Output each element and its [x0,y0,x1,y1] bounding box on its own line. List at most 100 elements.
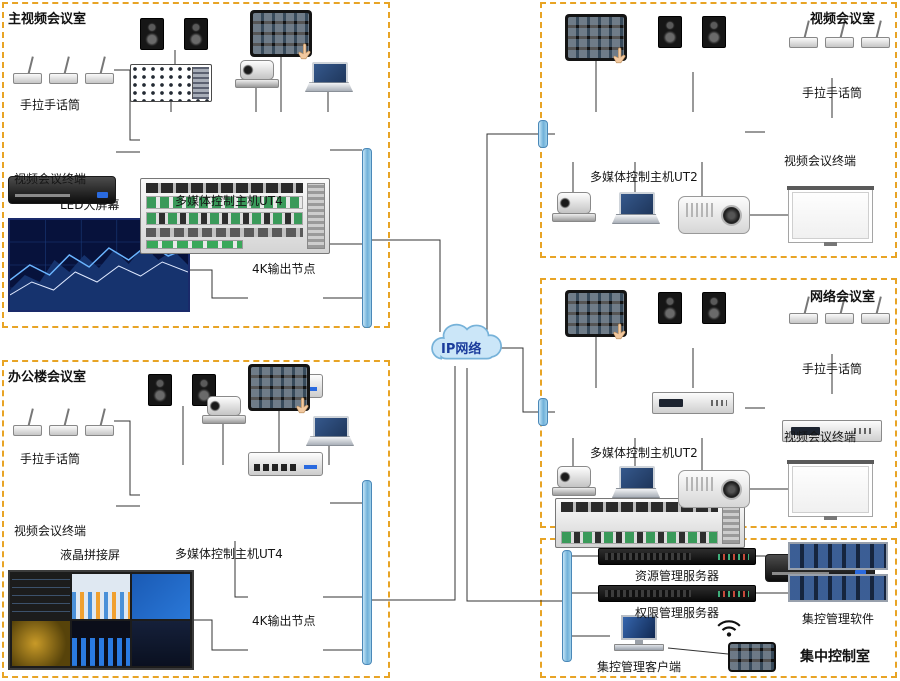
microphone-icon [824,18,854,48]
host-label: 多媒体控制主机UT2 [590,170,698,184]
microphone-array [788,294,890,324]
video-wall-tile [12,621,70,666]
terminal-label: 视频会议终端 [784,430,857,444]
projection-screen [787,460,874,520]
speaker-icon [184,18,208,50]
terminal-label: 视频会议终端 [14,172,87,186]
ptz-camera-icon [552,192,596,222]
hand-icon [613,323,626,340]
management-client-pc [610,615,668,657]
microphone-array [788,18,890,48]
fiber-trunk-bar [362,480,372,665]
laptop-icon [612,192,658,224]
video-wall-tile [72,574,130,619]
microphone-label: 手拉手话筒 [20,452,81,466]
fiber-trunk-bar [362,148,372,328]
4k-output-node [248,452,323,476]
microphone-host [782,420,882,442]
speaker-pair [140,18,208,50]
host-label: 多媒体控制主机UT4 [175,194,283,208]
laptop-icon [306,416,352,446]
touch-panel [248,364,310,414]
video-wall-tile [72,621,130,666]
touch-panel [250,10,312,60]
room-title-main-video: 主视频会议室 [8,12,87,27]
terminal-label: 视频会议终端 [14,524,87,538]
terminal-label: 视频会议终端 [784,154,857,168]
media-control-host-ut4 [140,178,330,254]
video-wall-tile [12,574,70,619]
microphone-array [12,406,114,436]
touch-panel [565,14,627,64]
microphone-icon [788,18,818,48]
laptop-icon [305,62,351,92]
room-frame-main-video [2,2,390,328]
room-title-control: 集中控制室 [800,649,870,665]
speaker-icon [140,18,164,50]
microphone-label: 手拉手话筒 [802,362,863,376]
tablet-icon [728,642,776,672]
ptz-camera-icon [202,396,246,424]
fiber-trunk-bar [562,550,572,662]
control-software-screens [788,542,888,602]
speaker-pair [658,16,726,48]
hand-icon [296,397,309,414]
host-vent-row [146,228,303,237]
microphone-icon [12,406,42,436]
authority-server-label: 权限管理服务器 [635,606,720,620]
host-card-row [146,212,303,225]
room-title-network: 网络会议室 [810,290,876,305]
software-screenshot [788,542,888,570]
power-amplifier [652,392,734,414]
touch-panel-screen [251,367,307,408]
host-label: 多媒体控制主机UT2 [590,446,698,460]
microphone-icon [84,406,114,436]
fiber-trunk-bar [538,398,548,426]
microphone-icon [48,54,78,84]
tablet-screen [730,644,774,670]
host-card-row [561,531,718,544]
speaker-icon [702,292,726,324]
microphone-icon [12,54,42,84]
room-frame-office [2,360,390,678]
touch-panel-screen [568,293,624,334]
projector-icon [678,196,750,234]
room-video-connectors [548,61,833,216]
cloud-label: IP网络 [441,342,482,357]
led-screen-label: LED大屏幕 [60,198,120,212]
monitor-stand [635,640,643,645]
monitor-icon [621,615,657,640]
resource-server-label: 资源管理服务器 [635,569,720,583]
microphone-icon [84,54,114,84]
microphone-icon [860,294,890,324]
network-trunk-links [372,133,562,602]
authority-management-server [598,585,756,602]
client-label: 集控管理客户端 [597,660,682,674]
lcd-video-wall [8,570,194,670]
hand-icon [613,47,626,64]
microphone-icon [860,18,890,48]
wifi-icon [717,620,741,637]
room-network-connectors [548,337,833,490]
projector-icon [678,470,750,508]
speaker-icon [658,16,682,48]
host-fan-panel [722,502,740,544]
microphone-icon [48,406,78,436]
room-office-connectors [114,406,362,651]
host-card-row [146,196,303,209]
hand-icon [298,43,311,60]
microphone-label: 手拉手话筒 [802,86,863,100]
host-label: 多媒体控制主机UT4 [175,547,283,561]
media-control-host-ut2 [555,498,745,548]
touch-panel-screen [253,13,309,54]
audio-mixer-icon [130,64,212,102]
fiber-trunk-bar [538,120,548,148]
video-conference-terminal [8,176,116,204]
host-fan-panel [307,183,325,249]
resource-management-server [598,548,756,565]
microphone-array [12,54,114,84]
ptz-camera-icon [235,60,279,88]
speaker-icon [658,292,682,324]
software-screenshot [788,574,888,602]
